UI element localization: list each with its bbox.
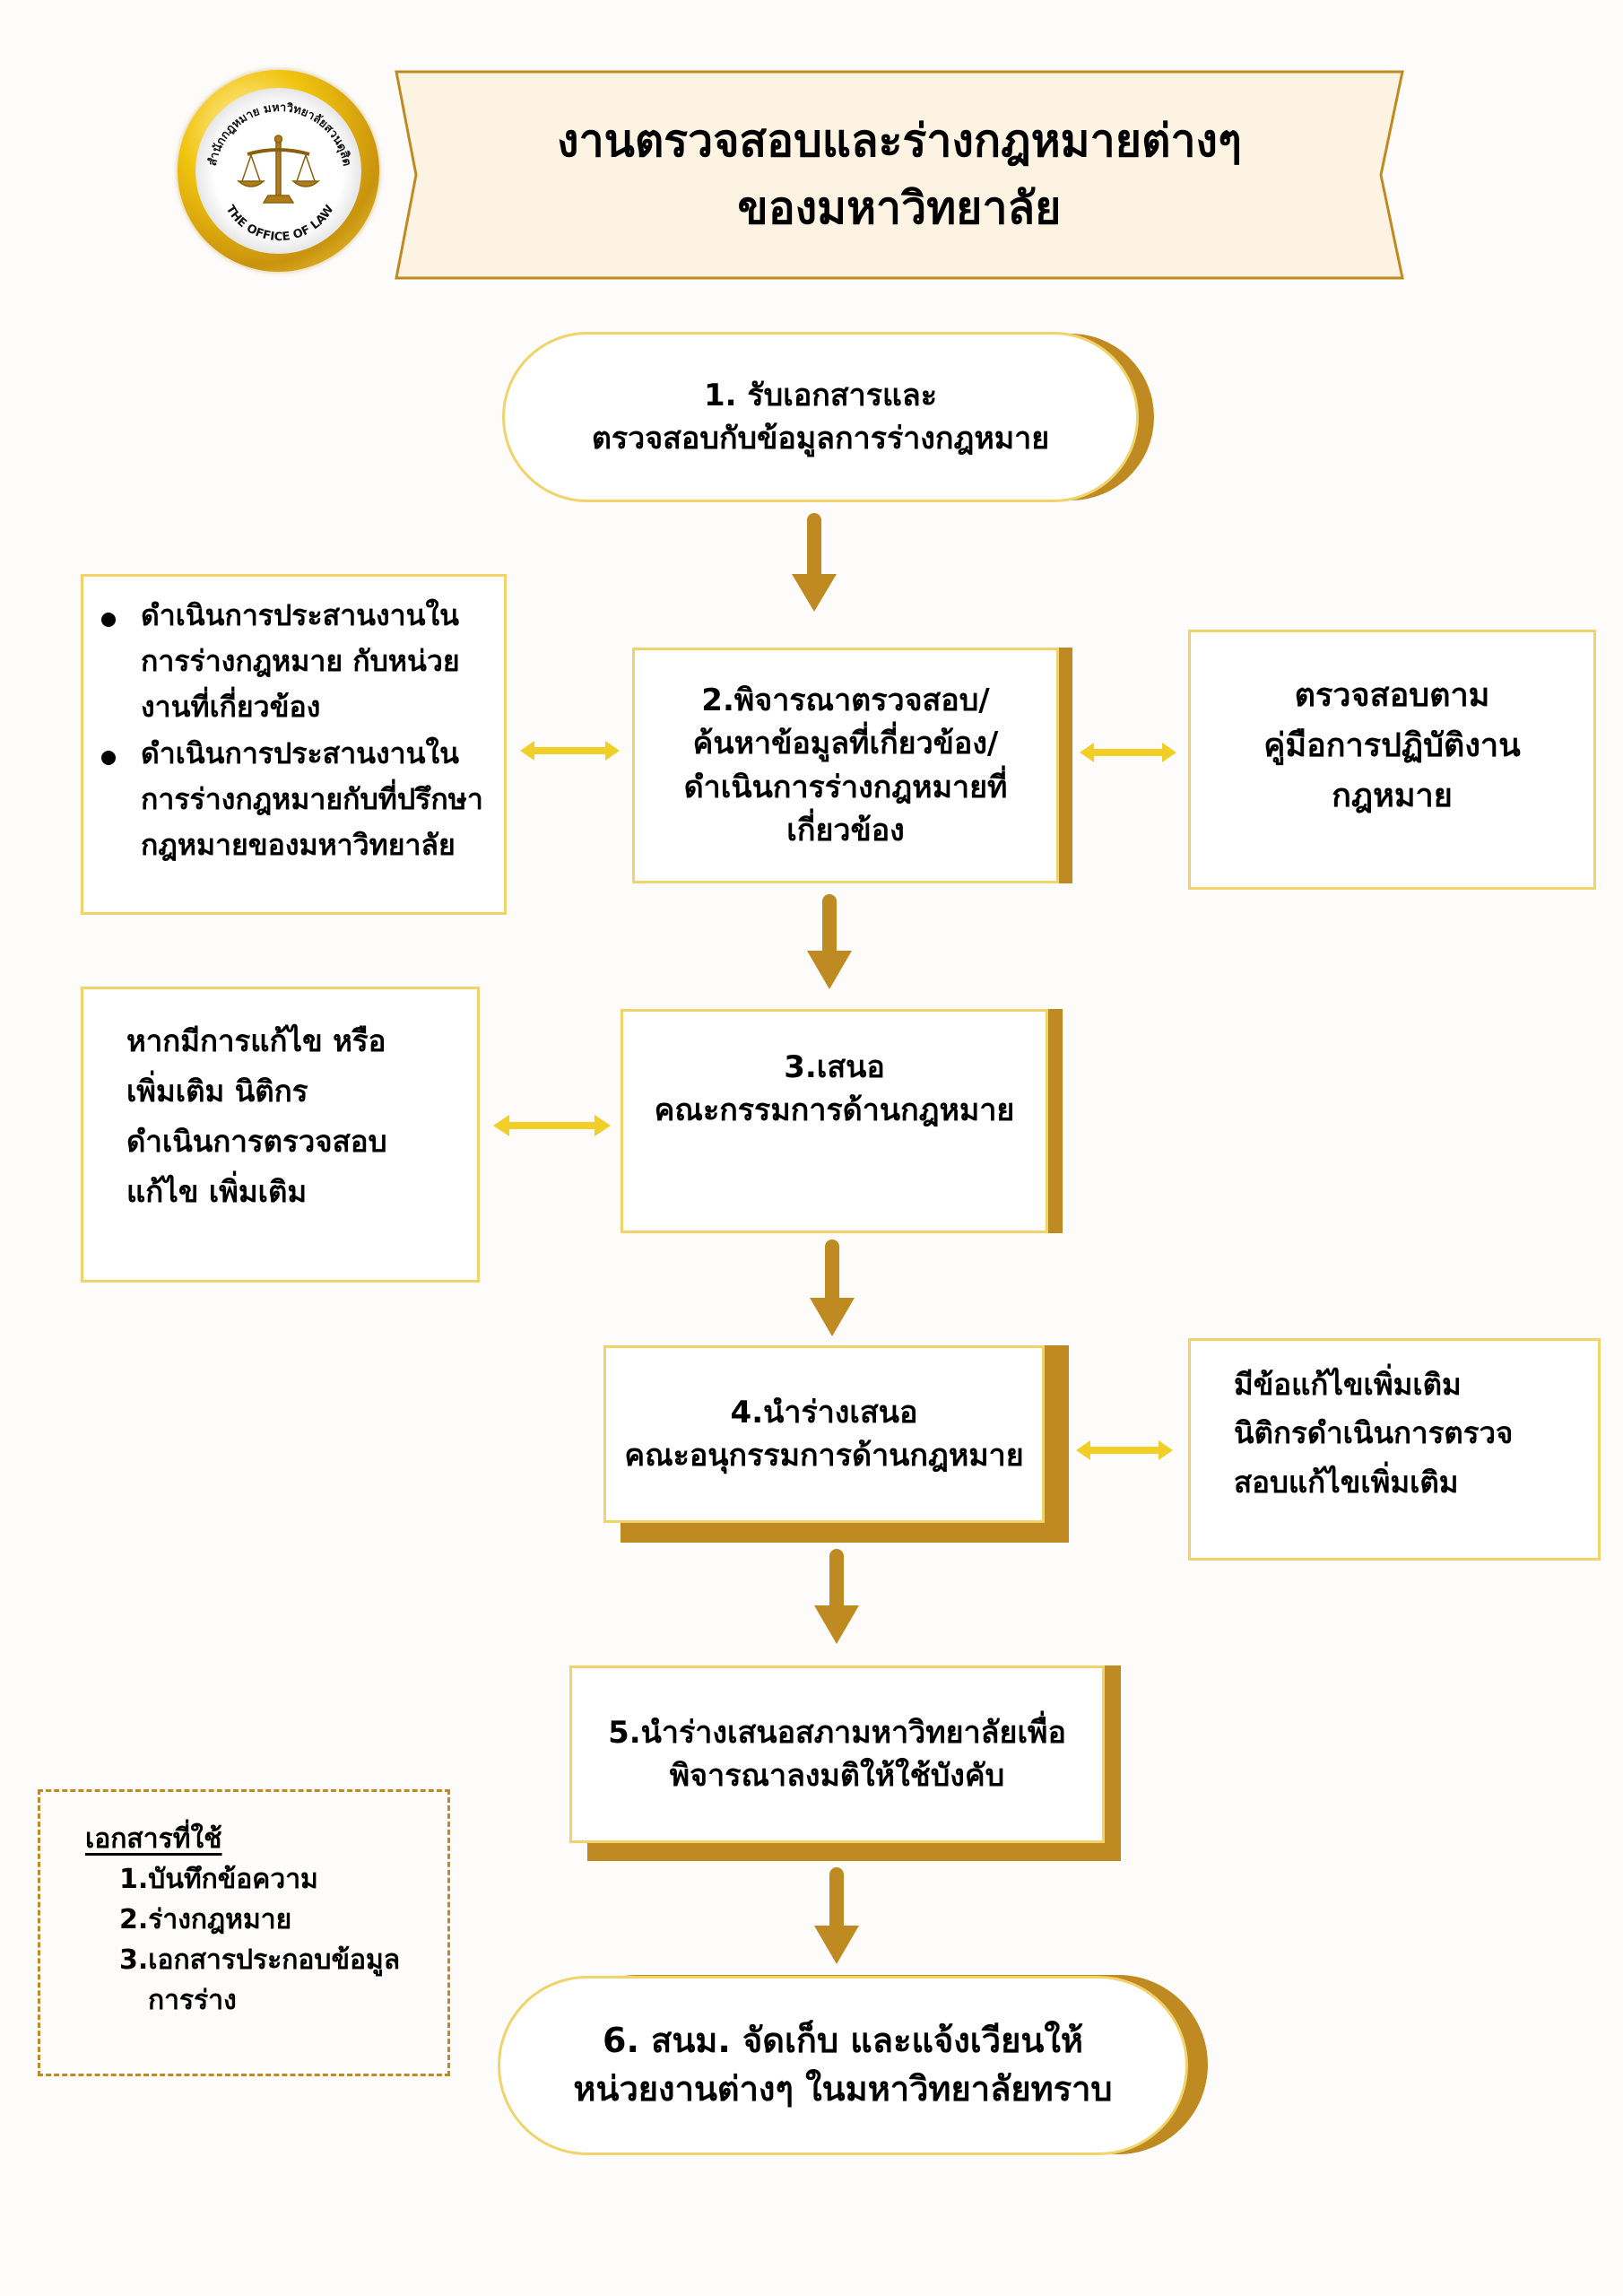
coordination-bullet-list: ดำเนินการประสานงานใน การร่างกฎหมาย กับหน… bbox=[94, 593, 495, 868]
documents-used-box: เอกสารที่ใช้ 1.บันทึกข้อความ 2.ร่างกฎหมา… bbox=[38, 1789, 450, 2076]
manual-check-box: ตรวจสอบตาม คู่มือการปฏิบัติงาน กฎหมาย bbox=[1188, 630, 1596, 890]
step-1-line-1: 1. รับเอกสารและ bbox=[704, 377, 937, 413]
step-2-line-3: ดำเนินการร่างกฎหมายที่ bbox=[683, 769, 1008, 805]
step-4-box: 4.นำร่างเสนอ คณะอนุกรรมการด้านกฎหมาย bbox=[603, 1345, 1045, 1523]
arrow-down-1-to-2 bbox=[792, 513, 837, 612]
manual-check-line-2: คู่มือการปฏิบัติงาน bbox=[1263, 727, 1521, 765]
step-5-line-1: 5.นำร่างเสนอสภามหาวิทยาลัยเพื่อ bbox=[608, 1714, 1066, 1751]
committee-revision-line-4: แก้ไข เพิ่มเติม bbox=[126, 1174, 308, 1210]
arrow-down-4-to-5 bbox=[814, 1549, 859, 1644]
coordination-bullet-1-line-2: การร่างกฎหมาย กับหน่วย bbox=[141, 644, 460, 679]
banner-title: งานตรวจสอบและร่างกฎหมายต่างๆ ของมหาวิทยา… bbox=[395, 70, 1404, 280]
banner-title-line-2: ของมหาวิทยาลัย bbox=[737, 182, 1062, 234]
banner-ribbon-shape bbox=[395, 70, 1404, 280]
coordination-bullet-1-line-3: งานที่เกี่ยวข้อง bbox=[141, 690, 321, 725]
arrow-down-3-to-4 bbox=[810, 1239, 855, 1336]
documents-heading: เอกสารที่ใช้ bbox=[85, 1823, 222, 1855]
step-3-line-1: 3.เสนอ bbox=[784, 1049, 885, 1085]
subcommittee-revision-line-3: สอบแก้ไขเพิ่มเติม bbox=[1234, 1464, 1459, 1500]
title-banner: งานตรวจสอบและร่างกฎหมายต่างๆ ของมหาวิทยา… bbox=[395, 70, 1404, 280]
arrow-down-5-to-6 bbox=[814, 1867, 859, 1964]
documents-item-3-continuation: การร่าง bbox=[148, 1985, 237, 2016]
step-6-line-2: หน่วยงานต่างๆ ในมหาวิทยาลัยทราบ bbox=[573, 2069, 1113, 2109]
step-6-line-1: 6. สนม. จัดเก็บ และแจ้งเวียนให้ bbox=[603, 2021, 1083, 2061]
banner-title-line-1: งานตรวจสอบและร่างกฎหมายต่างๆ bbox=[557, 115, 1242, 167]
documents-list: 1.บันทึกข้อความ 2.ร่างกฎหมาย 3.เอกสารประ… bbox=[85, 1859, 447, 2021]
subcommittee-revision-line-1: มีข้อแก้ไขเพิ่มเติม bbox=[1234, 1367, 1462, 1402]
step-4-line-2: คณะอนุกรรมการด้านกฎหมาย bbox=[624, 1438, 1024, 1474]
coordination-bullet-1: ดำเนินการประสานงานใน การร่างกฎหมาย กับหน… bbox=[94, 593, 495, 731]
double-arrow-coordination-step-2 bbox=[520, 741, 620, 761]
coordination-note-box: ดำเนินการประสานงานใน การร่างกฎหมาย กับหน… bbox=[81, 574, 507, 915]
step-3-line-2: คณะกรรมการด้านกฎหมาย bbox=[654, 1092, 1015, 1129]
scales-of-justice-icon bbox=[236, 135, 321, 204]
logo-artwork: สำนักกฎหมาย มหาวิทยาลัยสวนดุสิต THE OFFI… bbox=[205, 101, 353, 244]
step-5-line-2: พิจารณาลงมติให้ใช้บังคับ bbox=[669, 1758, 1005, 1794]
coordination-bullet-2-line-2: การร่างกฎหมายกับที่ปรึกษา bbox=[141, 781, 483, 816]
coordination-bullet-1-line-1: ดำเนินการประสานงานใน bbox=[141, 598, 459, 632]
step-2-gold-edge bbox=[1056, 648, 1072, 883]
logo-arc-text-bottom: THE OFFICE OF LAW bbox=[223, 203, 337, 244]
committee-revision-line-3: ดำเนินการตรวจสอบ bbox=[126, 1124, 387, 1160]
step-4-line-1: 4.นำร่างเสนอ bbox=[730, 1394, 918, 1431]
documents-item-1: 1.บันทึกข้อความ bbox=[119, 1864, 318, 1895]
step-3-gold-edge bbox=[1046, 1009, 1063, 1233]
documents-item-2: 2.ร่างกฎหมาย bbox=[119, 1904, 292, 1935]
subcommittee-revision-line-2: นิติกรดำเนินการตรวจ bbox=[1234, 1415, 1514, 1451]
coordination-bullet-2-line-1: ดำเนินการประสานงานใน bbox=[141, 735, 459, 770]
step-2-line-4: เกี่ยวข้อง bbox=[786, 812, 905, 848]
step-1-box: 1. รับเอกสารและ ตรวจสอบกับข้อมูลการร่างก… bbox=[502, 332, 1139, 502]
step-5-box: 5.นำร่างเสนอสภามหาวิทยาลัยเพื่อ พิจารณาล… bbox=[569, 1665, 1105, 1843]
manual-check-line-3: กฎหมาย bbox=[1332, 777, 1453, 814]
double-arrow-step-2-manual bbox=[1080, 743, 1176, 762]
step-1-line-2: ตรวจสอบกับข้อมูลการร่างกฎหมาย bbox=[591, 421, 1050, 457]
step-2-line-2: ค้นหาข้อมูลที่เกี่ยวข้อง/ bbox=[692, 726, 999, 762]
double-arrow-committee-revision-step-3 bbox=[493, 1115, 611, 1136]
committee-revision-line-1: หากมีการแก้ไข หรือ bbox=[126, 1023, 386, 1058]
subcommittee-revision-note-box: มีข้อแก้ไขเพิ่มเติม นิติกรดำเนินการตรวจ … bbox=[1188, 1338, 1601, 1561]
step-3-box: 3.เสนอ คณะกรรมการด้านกฎหมาย bbox=[621, 1009, 1048, 1233]
arrow-down-2-to-3 bbox=[807, 894, 852, 989]
step-6-box: 6. สนม. จัดเก็บ และแจ้งเวียนให้ หน่วยงาน… bbox=[498, 1976, 1188, 2155]
documents-item-3: 3.เอกสารประกอบข้อมูล bbox=[119, 1944, 401, 1976]
office-of-law-logo: สำนักกฎหมาย มหาวิทยาลัยสวนดุสิต THE OFFI… bbox=[178, 70, 379, 272]
manual-check-line-1: ตรวจสอบตาม bbox=[1294, 677, 1490, 715]
coordination-bullet-2-line-3: กฎหมายของมหาวิทยาลัย bbox=[141, 827, 456, 862]
step-2-box: 2.พิจารณาตรวจสอบ/ ค้นหาข้อมูลที่เกี่ยวข้… bbox=[632, 648, 1059, 883]
coordination-bullet-2: ดำเนินการประสานงานใน การร่างกฎหมายกับที่… bbox=[94, 731, 495, 869]
double-arrow-step-4-subcommittee-revision bbox=[1076, 1440, 1173, 1460]
step-2-line-1: 2.พิจารณาตรวจสอบ/ bbox=[701, 682, 990, 718]
committee-revision-line-2: เพิ่มเติม นิติกร bbox=[126, 1074, 308, 1109]
committee-revision-note-box: หากมีการแก้ไข หรือ เพิ่มเติม นิติกร ดำเน… bbox=[81, 987, 480, 1283]
